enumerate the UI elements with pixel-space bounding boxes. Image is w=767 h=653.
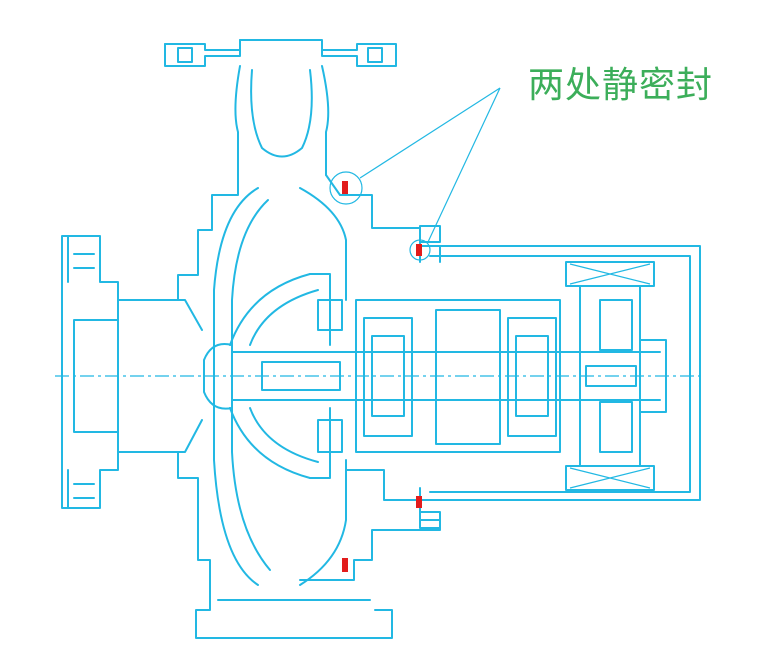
static-seal-lower xyxy=(342,558,348,572)
lower-casing-details xyxy=(299,225,441,581)
suction-flange xyxy=(61,235,203,509)
pump-casing xyxy=(177,174,441,639)
static-seal-upper xyxy=(342,181,348,194)
callout-label: 两处静密封 xyxy=(528,65,714,106)
leader-line-1 xyxy=(359,87,501,179)
leader-line-2 xyxy=(427,87,501,243)
impeller xyxy=(203,273,343,479)
static-seal-shell xyxy=(416,244,422,256)
bearing-assembly xyxy=(355,299,561,453)
callout-circle-upper xyxy=(329,171,363,205)
callout-circle-lower xyxy=(409,239,431,261)
discharge-flange xyxy=(164,39,397,176)
static-seal-lower-shell xyxy=(416,496,422,508)
